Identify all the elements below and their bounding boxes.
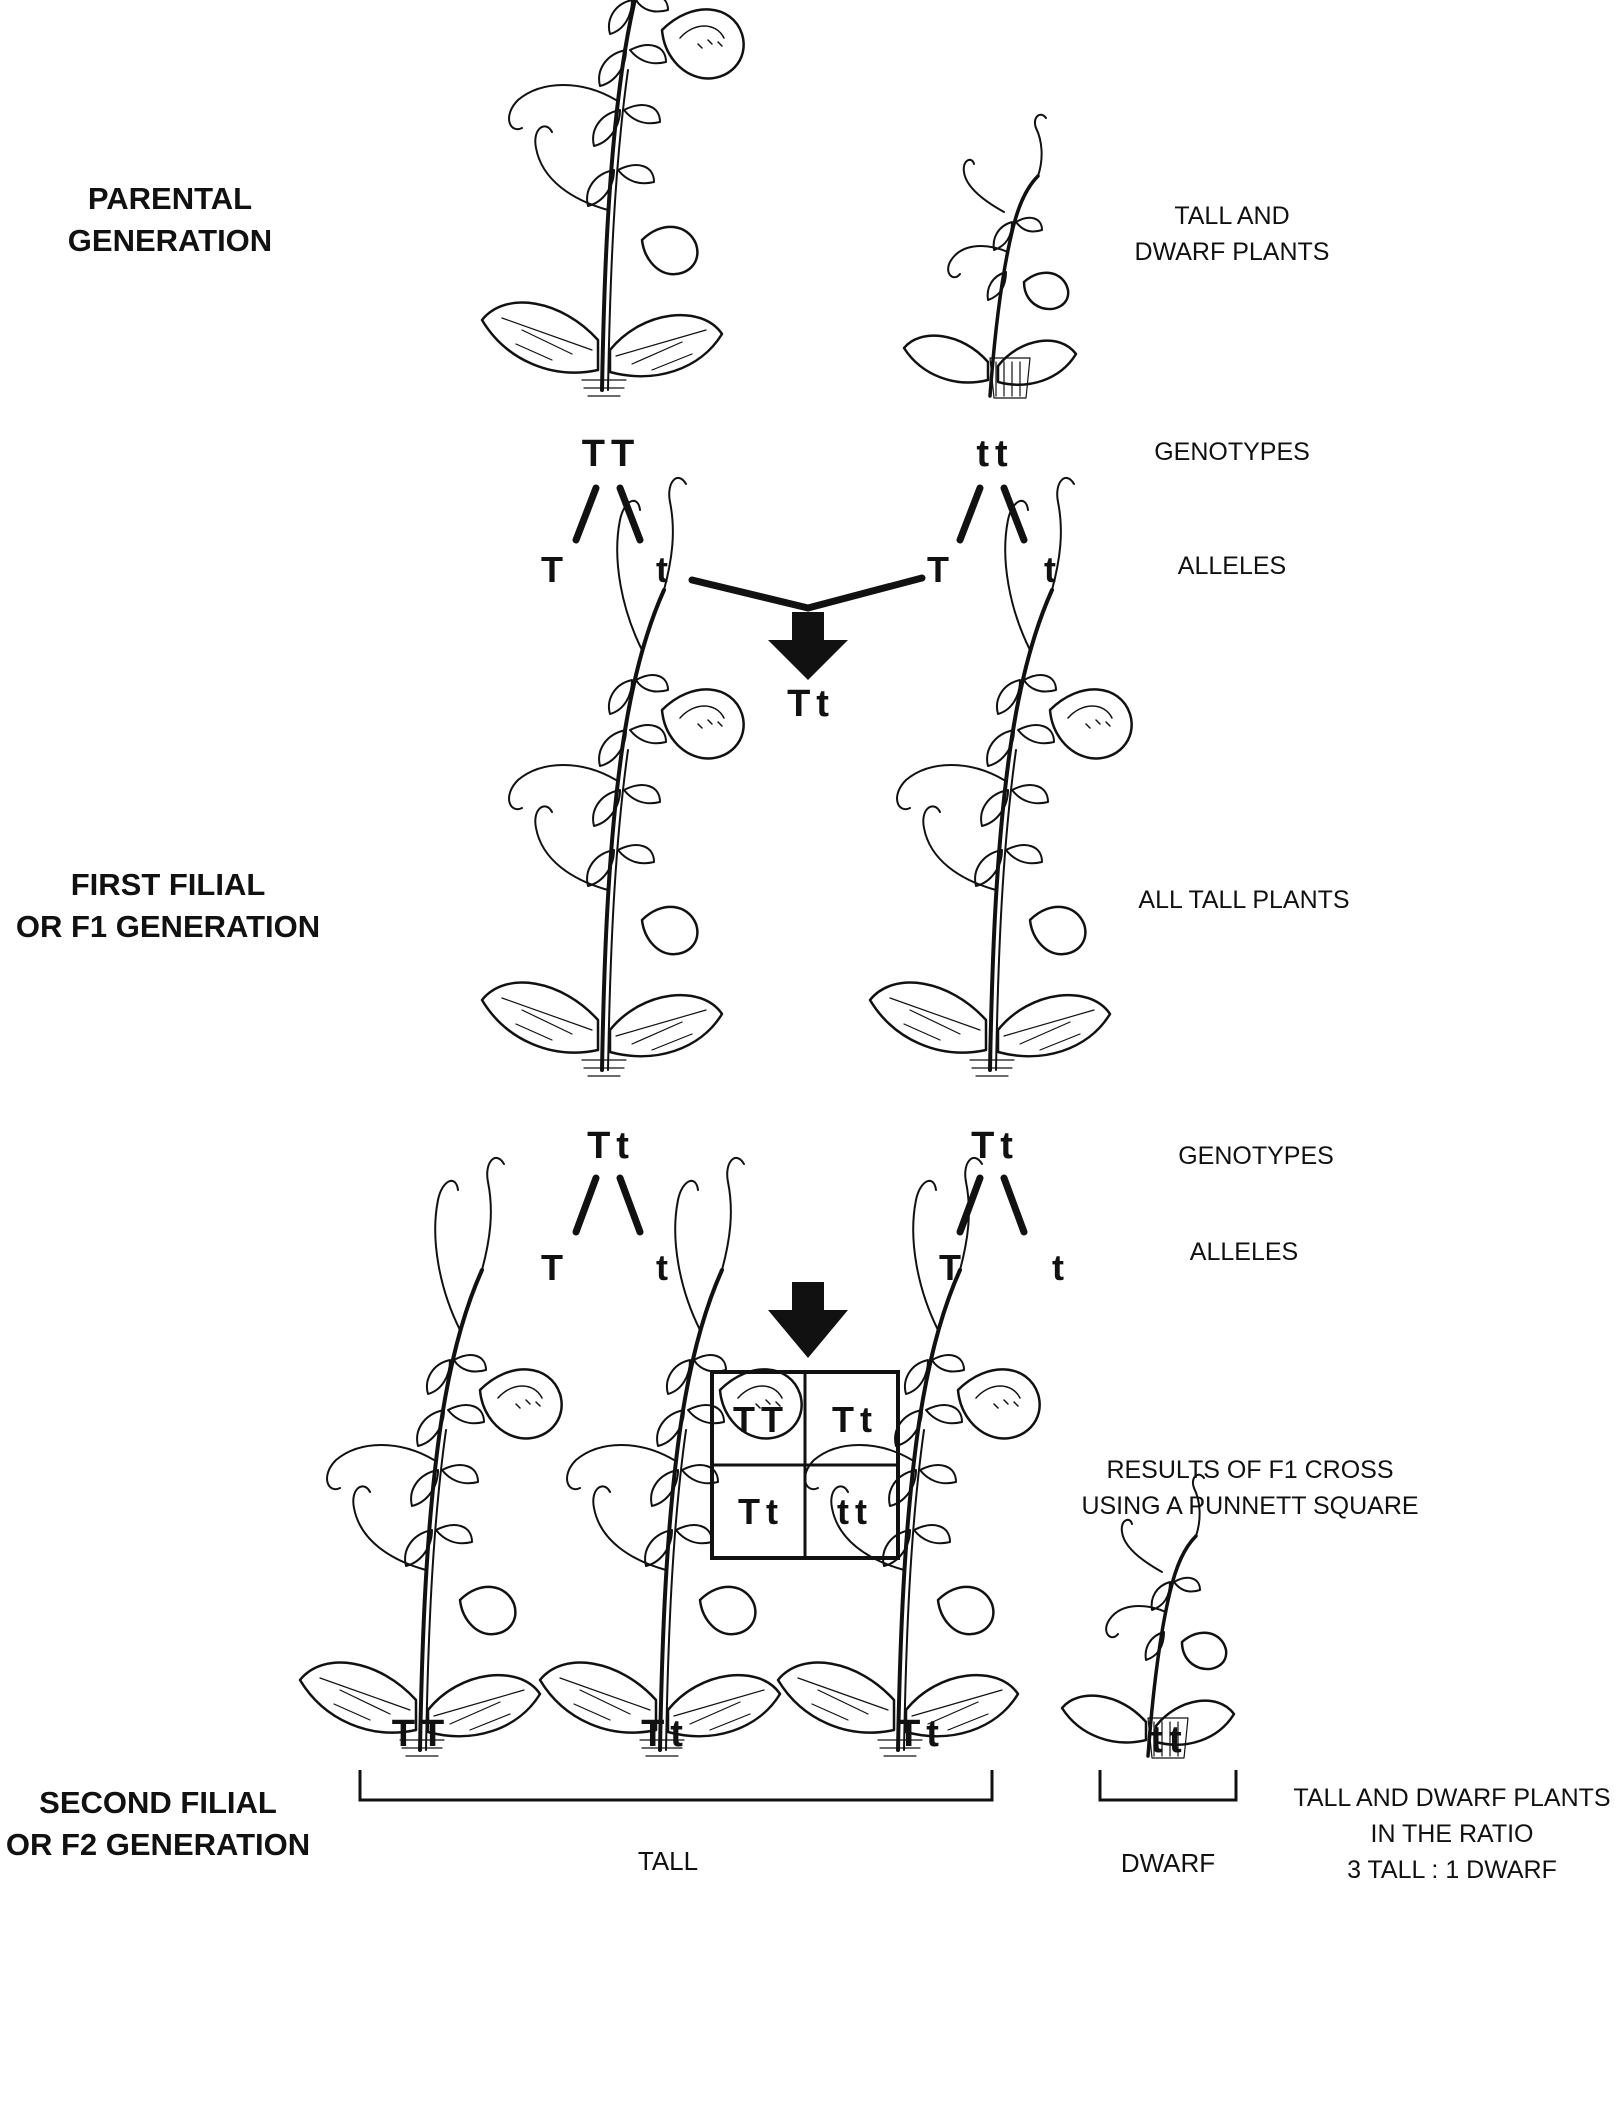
down-arrow: [768, 1282, 848, 1358]
tall-plant-f2-1: [298, 1155, 564, 1758]
allele-label: T: [927, 549, 949, 590]
down-arrow: [768, 612, 848, 680]
allele-label: T: [541, 549, 563, 590]
merge-line: [804, 574, 926, 612]
alleles-label: ALLELES: [1189, 1238, 1299, 1266]
split-line: [1000, 484, 1028, 544]
allele-label: T: [541, 1247, 563, 1288]
allele-label: t: [1052, 1247, 1064, 1288]
f2-genotype: Tt: [897, 1713, 945, 1755]
heading-line: PARENTAL: [87, 181, 253, 216]
allele-label: t: [656, 1247, 668, 1288]
split-line: [572, 1174, 600, 1236]
f2-ratio-note: TALL AND DWARF PLANTS IN THE RATIO 3 TAL…: [1293, 1780, 1610, 1888]
genotypes-label: GENOTYPES: [1178, 1142, 1334, 1170]
dwarf-group-label: DWARF: [1120, 1848, 1216, 1878]
tall-parent-genotype: TT: [581, 433, 641, 475]
tall-plant-f2-3: [776, 1155, 1042, 1758]
punnett-cell: tt: [837, 1491, 873, 1532]
dwarf-parent-genotype: tt: [976, 433, 1014, 475]
offspring-genotype: Tt: [787, 683, 835, 725]
dwarf-plant-parent: [902, 112, 1078, 400]
punnett-cell: Tt: [738, 1491, 784, 1532]
note-line: TALL AND: [1174, 202, 1290, 230]
tall-plant-f1-right: [868, 475, 1134, 1078]
f2-generation-heading: SECOND FILIAL OR F2 GENERATION: [6, 1782, 310, 1866]
split-line: [616, 484, 644, 544]
note-line: TALL AND DWARF PLANTS: [1293, 1784, 1611, 1812]
heading-line: SECOND FILIAL: [39, 1785, 277, 1820]
split-line: [1000, 1174, 1028, 1236]
parental-plants-note: TALL AND DWARF PLANTS: [1135, 198, 1330, 270]
f1-generation-heading: FIRST FILIAL OR F1 GENERATION: [16, 864, 320, 948]
punnett-square: [710, 1370, 900, 1560]
note-line: DWARF PLANTS: [1134, 238, 1330, 266]
allele-label: t: [1044, 549, 1056, 590]
merge-line: [688, 576, 812, 612]
tall-bracket: [358, 1770, 994, 1802]
split-line: [956, 1174, 984, 1236]
punnett-cell: TT: [733, 1399, 789, 1440]
genotypes-label: GENOTYPES: [1154, 438, 1310, 466]
tall-plant-parent: [480, 0, 746, 398]
heading-line: OR F2 GENERATION: [5, 1827, 311, 1862]
f2-genotype: TT: [391, 1713, 451, 1755]
tall-plant-f1-left: [480, 475, 746, 1078]
f1-right-genotype: Tt: [971, 1125, 1019, 1167]
dwarf-bracket: [1098, 1770, 1238, 1802]
heading-line: OR F1 GENERATION: [15, 909, 321, 944]
f1-left-genotype: Tt: [587, 1125, 635, 1167]
allele-label: T: [939, 1247, 961, 1288]
alleles-label: ALLELES: [1177, 552, 1287, 580]
split-line: [956, 484, 984, 544]
note-line: 3 TALL : 1 DWARF: [1347, 1856, 1557, 1884]
tall-plant-f2-2: [538, 1155, 804, 1758]
tall-group-label: TALL: [637, 1846, 699, 1876]
f2-genotype: tt: [1150, 1719, 1188, 1761]
split-line: [616, 1174, 644, 1236]
heading-line: FIRST FILIAL: [70, 867, 266, 902]
punnett-note: RESULTS OF F1 CROSS USING A PUNNETT SQUA…: [1081, 1452, 1418, 1524]
f2-genotype: Tt: [641, 1713, 689, 1755]
punnett-cell: Tt: [832, 1399, 878, 1440]
split-line: [572, 484, 600, 544]
heading-line: GENERATION: [67, 223, 273, 258]
note-line: RESULTS OF F1 CROSS: [1106, 1456, 1394, 1484]
all-tall-plants-note: ALL TALL PLANTS: [1138, 886, 1350, 914]
note-line: USING A PUNNETT SQUARE: [1081, 1492, 1419, 1520]
allele-label: t: [656, 549, 668, 590]
parental-generation-heading: PARENTAL GENERATION: [68, 178, 272, 262]
note-line: IN THE RATIO: [1370, 1820, 1534, 1848]
